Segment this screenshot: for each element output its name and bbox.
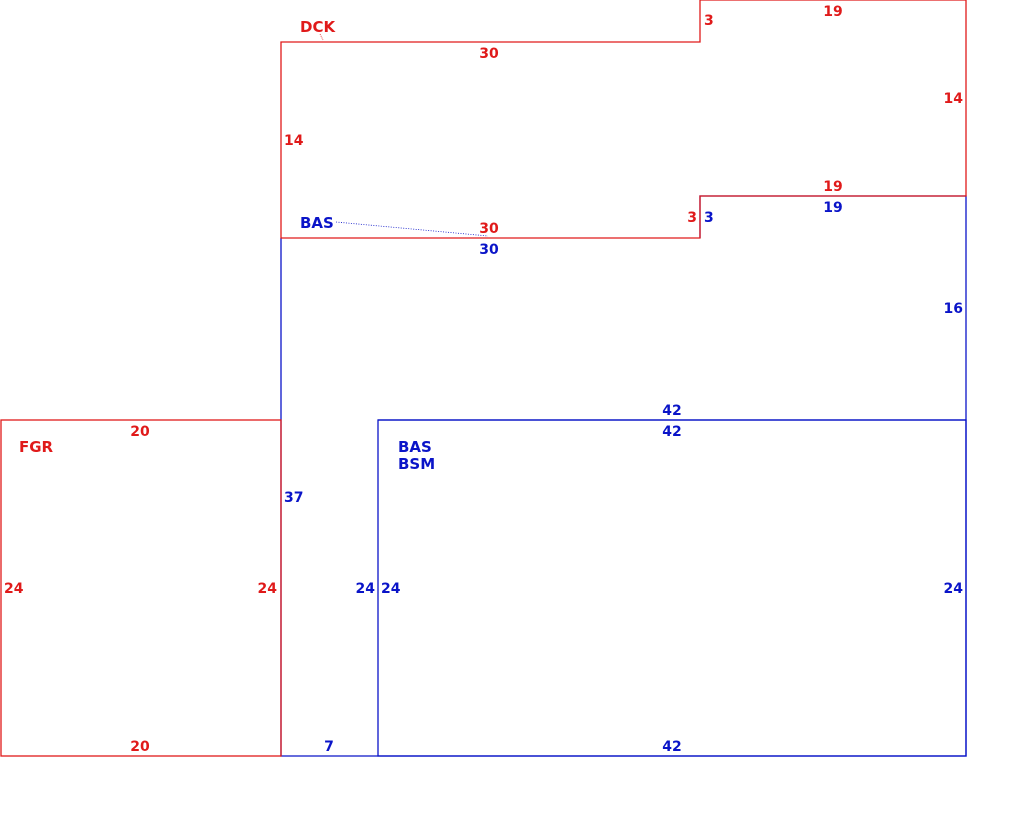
bas-main-outline [280,195,967,757]
dim-bsm-top: 42 [662,424,681,440]
dim-bsm-right: 24 [944,581,964,597]
dim-dck-bottom-right: 19 [823,179,842,195]
fgr-outline [0,419,282,757]
area-label-bas-top: BAS [300,214,334,232]
dim-dck-bottom-left: 30 [479,221,499,237]
dim-fgr-bottom: 20 [130,739,150,755]
dim-dck-top-right: 19 [823,4,842,20]
area-label-bsm: BSM [398,455,435,473]
dim-bas-left: 37 [284,490,303,506]
dim-dck-bottom-step: 3 [687,210,697,226]
dim-bas-right: 16 [944,301,963,317]
dim-bas-mid: 42 [662,403,681,419]
dim-bsm-bottom: 42 [662,739,681,755]
bas-outline-path [280,195,967,757]
dim-dck-top-left: 30 [479,46,499,62]
dim-dck-step: 3 [704,13,714,29]
dim-bsm-left-outer: 24 [356,581,376,597]
dck-outline [280,0,967,239]
bsm-outline [377,419,967,757]
dim-fgr-right: 24 [258,581,278,597]
dim-fgr-left: 24 [4,581,24,597]
dim-dck-left: 14 [284,133,304,149]
area-label-fgr: FGR [19,438,54,456]
bas-leader-line [335,221,489,237]
area-label-bas: BAS [398,438,432,456]
dim-fgr-top: 20 [130,424,150,440]
dim-dck-right: 14 [944,91,964,107]
dim-bas-bottom-short: 7 [324,739,334,755]
area-label-dck: DCK [300,18,336,36]
dim-bas-top-left: 30 [479,242,499,258]
dim-bsm-left-inner: 24 [381,581,401,597]
dim-bas-top-right: 19 [823,200,842,216]
dim-bas-step: 3 [704,210,714,226]
